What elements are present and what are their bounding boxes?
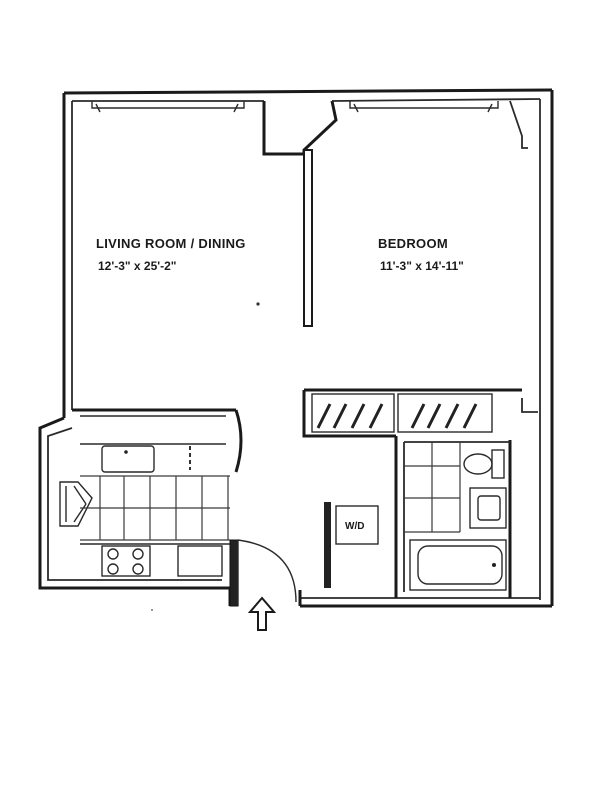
partition-wall [303, 149, 313, 327]
entry-door [229, 539, 297, 607]
washer-dryer-label: W/D [345, 521, 364, 532]
closets [302, 388, 522, 438]
toilet-icon [463, 449, 505, 479]
bath-floor-tiles [404, 442, 461, 533]
entry-arrow-icon [247, 596, 277, 631]
bedroom-name: BEDROOM [378, 236, 448, 251]
bathtub-icon [409, 539, 507, 591]
stove-icon [101, 545, 151, 577]
washer-dryer [324, 502, 379, 588]
kitchen [59, 408, 243, 577]
windows [91, 101, 499, 113]
kitchen-floor-tiles [80, 475, 230, 541]
bedroom-corner [509, 100, 538, 413]
speck [151, 609, 153, 611]
living-room-name: LIVING ROOM / DINING [96, 236, 246, 251]
bedroom-dimensions: 11'-3" x 14'-11" [380, 259, 464, 273]
speck [256, 302, 260, 306]
fridge-icon [177, 545, 223, 577]
vanity-sink-icon [469, 487, 507, 529]
bathroom [394, 436, 512, 598]
column [262, 100, 338, 156]
sink-icon [101, 445, 155, 473]
living-room-dimensions: 12'-3" x 25'-2" [98, 259, 176, 273]
